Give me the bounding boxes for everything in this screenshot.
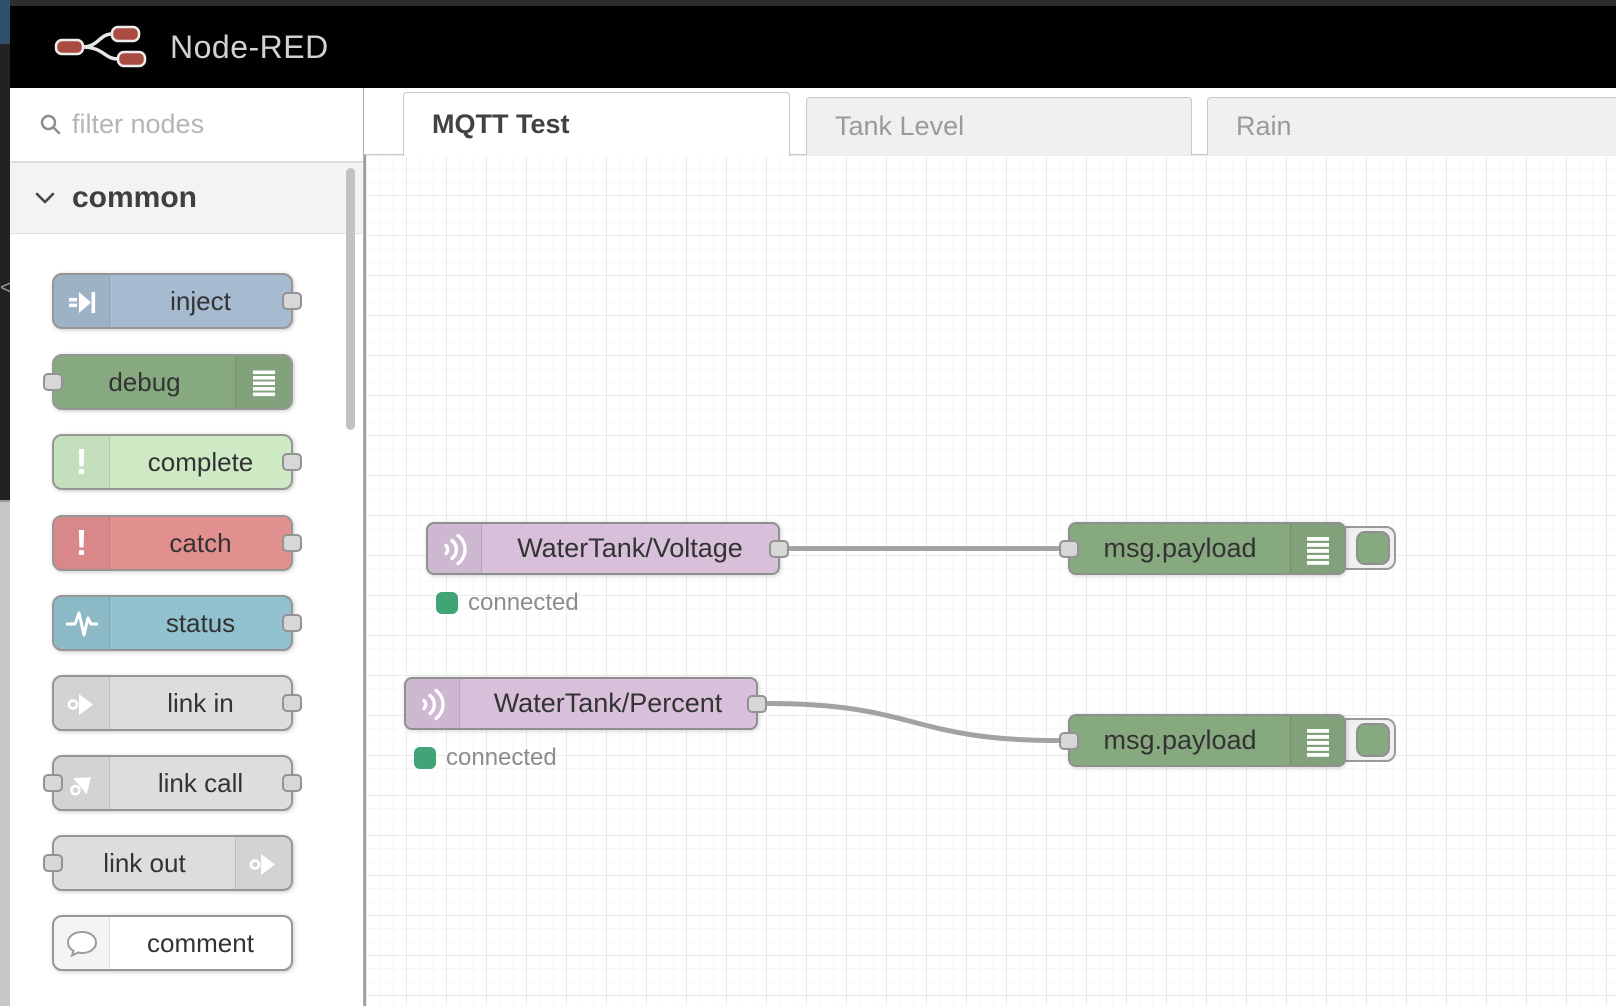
palette-scrollbar[interactable] <box>346 168 355 430</box>
app-title: Node-RED <box>170 28 329 65</box>
tab-label: Tank Level <box>835 111 965 141</box>
output-port[interactable] <box>769 539 789 558</box>
debug-enable-toggle[interactable] <box>1338 526 1396 570</box>
flow-tabbar: MQTT Test Tank Level Rain <box>364 88 1616 156</box>
output-port[interactable] <box>282 614 302 632</box>
palette-node-label: inject <box>170 285 231 316</box>
node-label: WaterTank/Percent <box>493 688 723 718</box>
palette-node-label: catch <box>169 527 232 558</box>
palette-node-link-call[interactable]: link call <box>43 755 302 811</box>
status-text: connected <box>468 589 579 616</box>
debug-icon <box>235 356 291 408</box>
palette-node-label: complete <box>147 446 254 477</box>
desktop-edge-dark <box>0 44 10 500</box>
tab-mqtt-test[interactable]: MQTT Test <box>403 92 790 156</box>
output-port[interactable] <box>747 694 767 713</box>
palette-node-link-out[interactable]: link out <box>43 835 293 891</box>
output-port[interactable] <box>282 292 302 310</box>
search-icon <box>40 114 61 134</box>
link-in-icon <box>54 677 110 729</box>
node-debug-msg-payload-2[interactable]: msg.payload <box>1059 714 1396 767</box>
flow-canvas[interactable]: WaterTank/Voltage connected msg.payload <box>364 155 1616 1006</box>
palette-node-link-in[interactable]: link in <box>52 675 302 731</box>
category-label: common <box>72 181 198 214</box>
output-port[interactable] <box>282 534 302 552</box>
palette-node-label: link call <box>157 767 244 798</box>
chevron-down-icon <box>35 192 55 204</box>
tab-label: MQTT Test <box>432 109 570 139</box>
debug-toggle-state <box>1356 723 1390 757</box>
debug-icon <box>1290 716 1344 765</box>
wires-layer <box>765 546 1061 743</box>
palette-search[interactable] <box>10 88 363 162</box>
node-mqtt-watertank-percent[interactable]: WaterTank/Percent connected <box>404 677 767 771</box>
edge-chevron-icon: < <box>0 277 12 299</box>
node-label: msg.payload <box>1103 533 1257 563</box>
palette-node-status[interactable]: status <box>52 595 302 651</box>
desktop-edge-blue <box>0 0 10 44</box>
node-red-logo-icon <box>54 25 147 68</box>
node-debug-msg-payload-1[interactable]: msg.payload <box>1059 522 1396 575</box>
input-port[interactable] <box>1059 539 1079 558</box>
node-label: WaterTank/Voltage <box>517 533 743 563</box>
palette-node-catch[interactable]: ! catch <box>52 515 302 571</box>
inject-icon <box>54 275 110 327</box>
palette-node-label: link out <box>103 847 186 878</box>
app-header: Node-RED <box>10 6 1616 88</box>
node-status: connected <box>436 589 579 617</box>
tab-rain[interactable]: Rain <box>1207 97 1616 155</box>
desktop-edge-strip: < <box>0 0 12 1006</box>
palette-node-comment[interactable]: comment <box>52 915 293 971</box>
input-port[interactable] <box>1059 731 1079 750</box>
palette-node-label: comment <box>147 927 254 958</box>
output-port[interactable] <box>282 453 302 471</box>
node-mqtt-watertank-voltage[interactable]: WaterTank/Voltage connected <box>426 522 789 616</box>
palette-node-label: debug <box>108 366 181 397</box>
status-dot-icon <box>436 592 458 614</box>
mqtt-signal-icon <box>428 524 482 573</box>
debug-toggle-state <box>1356 531 1390 565</box>
input-port[interactable] <box>43 854 63 872</box>
node-status: connected <box>414 744 557 772</box>
palette-node-debug[interactable]: debug <box>43 354 293 410</box>
exclamation-icon: ! <box>54 436 110 488</box>
debug-icon <box>1290 524 1344 573</box>
palette-node-inject[interactable]: inject <box>52 273 302 329</box>
output-port[interactable] <box>282 774 302 792</box>
window-top-strip <box>0 0 1616 6</box>
exclamation-icon: ! <box>54 517 110 569</box>
filter-nodes-input[interactable] <box>72 109 322 140</box>
desktop-edge-light <box>0 500 10 1006</box>
link-call-icon <box>54 757 110 809</box>
tab-label: Rain <box>1236 111 1292 141</box>
input-port[interactable] <box>43 774 63 792</box>
status-dot-icon <box>414 747 436 769</box>
palette-sidebar: common inject debug <box>10 88 364 1006</box>
debug-enable-toggle[interactable] <box>1338 718 1396 762</box>
palette-category-common[interactable]: common <box>10 162 363 234</box>
tab-tank-level[interactable]: Tank Level <box>806 97 1192 155</box>
input-port[interactable] <box>43 373 63 391</box>
output-port[interactable] <box>282 694 302 712</box>
palette-node-complete[interactable]: ! complete <box>52 434 302 490</box>
wire[interactable] <box>765 701 1061 743</box>
link-out-icon <box>235 837 291 889</box>
palette-node-label: status <box>165 607 236 638</box>
node-label: msg.payload <box>1103 725 1257 755</box>
status-text: connected <box>446 744 557 771</box>
pulse-icon <box>54 597 110 649</box>
mqtt-signal-icon <box>406 679 460 728</box>
comment-icon <box>54 917 110 969</box>
palette-node-label: link in <box>167 687 234 718</box>
